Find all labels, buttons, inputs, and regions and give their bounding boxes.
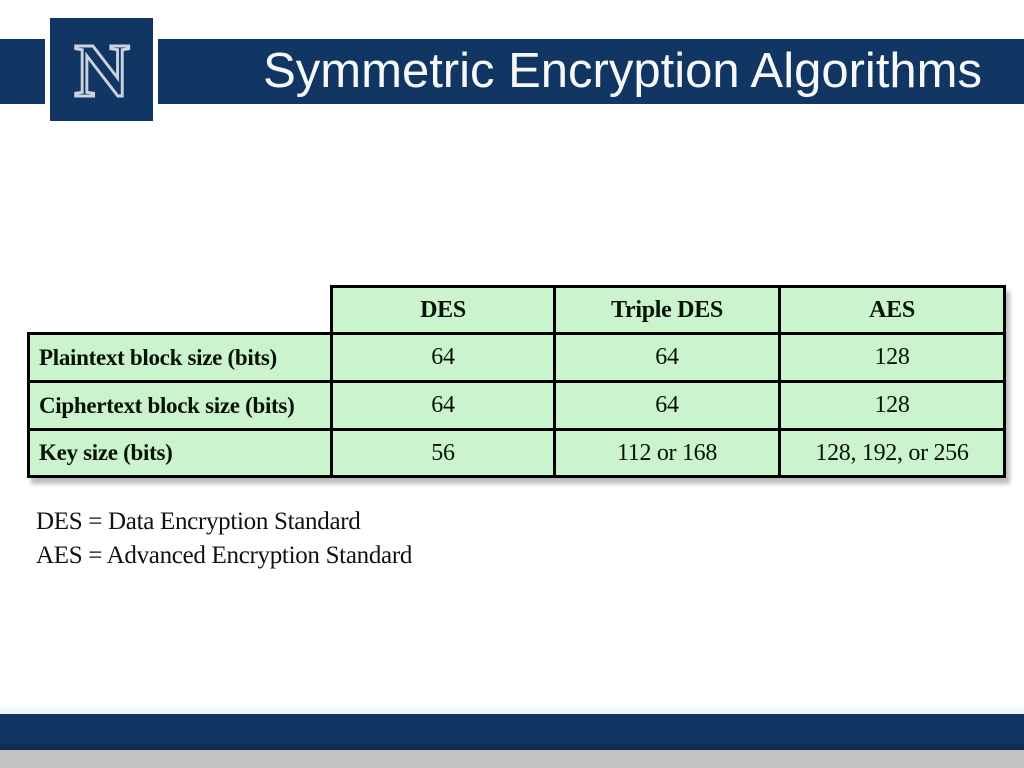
- column-header-triple-des: Triple DES: [553, 285, 781, 335]
- cell-value: 128, 192, or 256: [778, 428, 1006, 478]
- bottom-navy-dark-strip: [0, 744, 1024, 750]
- cell-value: 112 or 168: [553, 428, 781, 478]
- table-header-row: DES Triple DES AES: [29, 285, 1006, 335]
- column-header-aes: AES: [778, 285, 1006, 335]
- cell-value: 64: [330, 332, 556, 383]
- cell-value: 128: [778, 332, 1006, 383]
- encryption-comparison-table: DES Triple DES AES Plaintext block size …: [27, 285, 1006, 478]
- cell-value: 56: [330, 428, 556, 478]
- bottom-gray-bar: [0, 750, 1024, 768]
- table-row: Key size (bits) 56 112 or 168 128, 192, …: [27, 428, 1006, 478]
- page-title: Symmetric Encryption Algorithms: [263, 44, 982, 98]
- cell-value: 64: [330, 380, 556, 431]
- row-label-key-size: Key size (bits): [27, 428, 333, 478]
- footnotes: DES = Data Encryption Standard AES = Adv…: [36, 505, 412, 573]
- column-header-des: DES: [330, 285, 556, 335]
- cell-value: 64: [553, 332, 781, 383]
- empty-corner-cell: [29, 287, 332, 334]
- university-logo: N: [45, 13, 158, 126]
- svg-text:N: N: [74, 27, 129, 112]
- table-row: Ciphertext block size (bits) 64 64 128: [27, 380, 1006, 431]
- header-bar: Symmetric Encryption Algorithms: [0, 39, 1024, 104]
- block-n-icon: N: [72, 26, 130, 114]
- row-label-plaintext: Plaintext block size (bits): [27, 332, 333, 383]
- row-label-ciphertext: Ciphertext block size (bits): [27, 380, 333, 431]
- bottom-navy-bar: [0, 714, 1024, 744]
- cell-value: 64: [553, 380, 781, 431]
- table-row: Plaintext block size (bits) 64 64 128: [27, 332, 1006, 383]
- footnote-des: DES = Data Encryption Standard: [36, 508, 361, 535]
- cell-value: 128: [778, 380, 1006, 431]
- footnote-aes: AES = Advanced Encryption Standard: [36, 542, 413, 569]
- bottom-fade-strip: [0, 703, 1024, 714]
